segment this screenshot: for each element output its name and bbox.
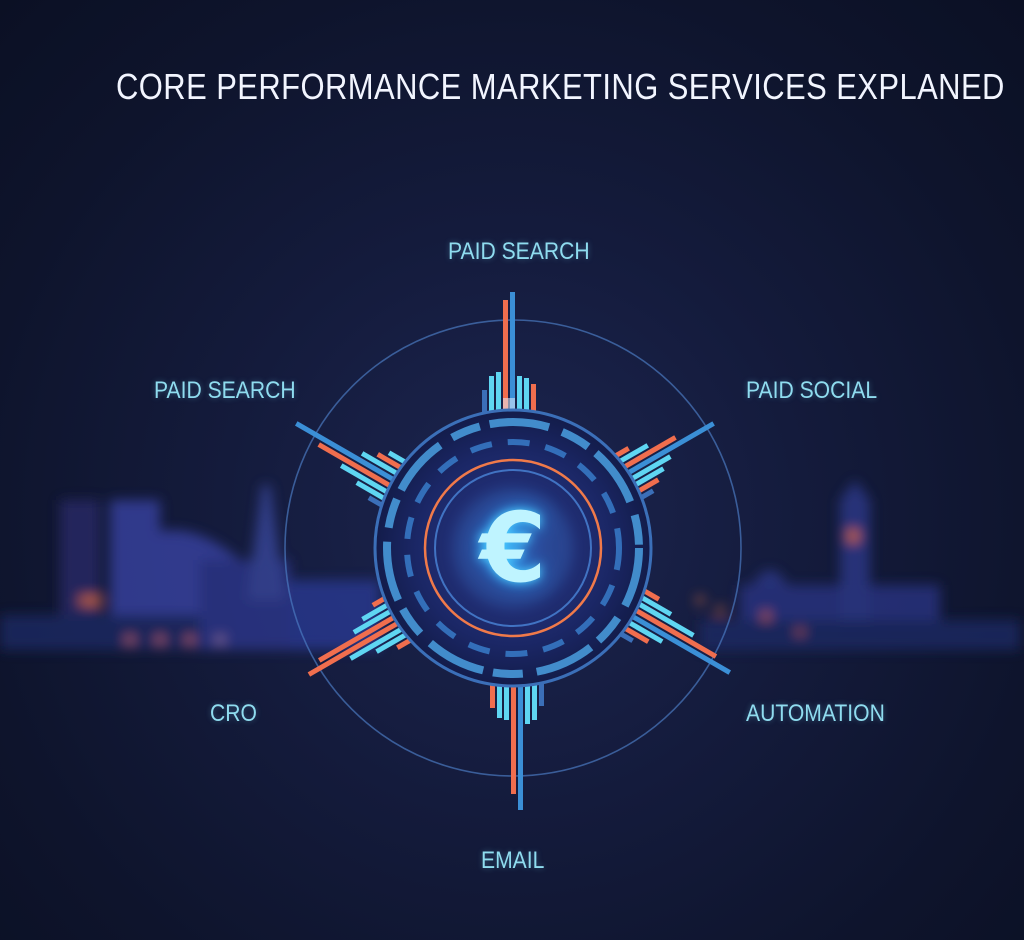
hub-orange-ring xyxy=(423,458,603,638)
service-label-email: EMAIL xyxy=(481,847,545,874)
skyline-left xyxy=(0,485,380,650)
spoke-bottom xyxy=(490,668,544,810)
service-label-paid-search-top: PAID SEARCH xyxy=(448,238,590,265)
spoke-lower-right xyxy=(605,581,732,675)
euro-icon: € xyxy=(479,492,547,604)
hub-dashed-ring xyxy=(383,418,643,678)
skyline-right xyxy=(696,480,1020,650)
spoke-top xyxy=(482,292,536,428)
service-label-paid-search-left: PAID SEARCH xyxy=(154,377,296,404)
page-title: CORE PERFORMANCE MARKETING SERVICES EXPL… xyxy=(116,66,1005,107)
service-label-cro: CRO xyxy=(210,700,257,727)
service-label-automation: AUTOMATION xyxy=(746,700,885,727)
service-label-paid-social: PAID SOCIAL xyxy=(746,377,878,404)
